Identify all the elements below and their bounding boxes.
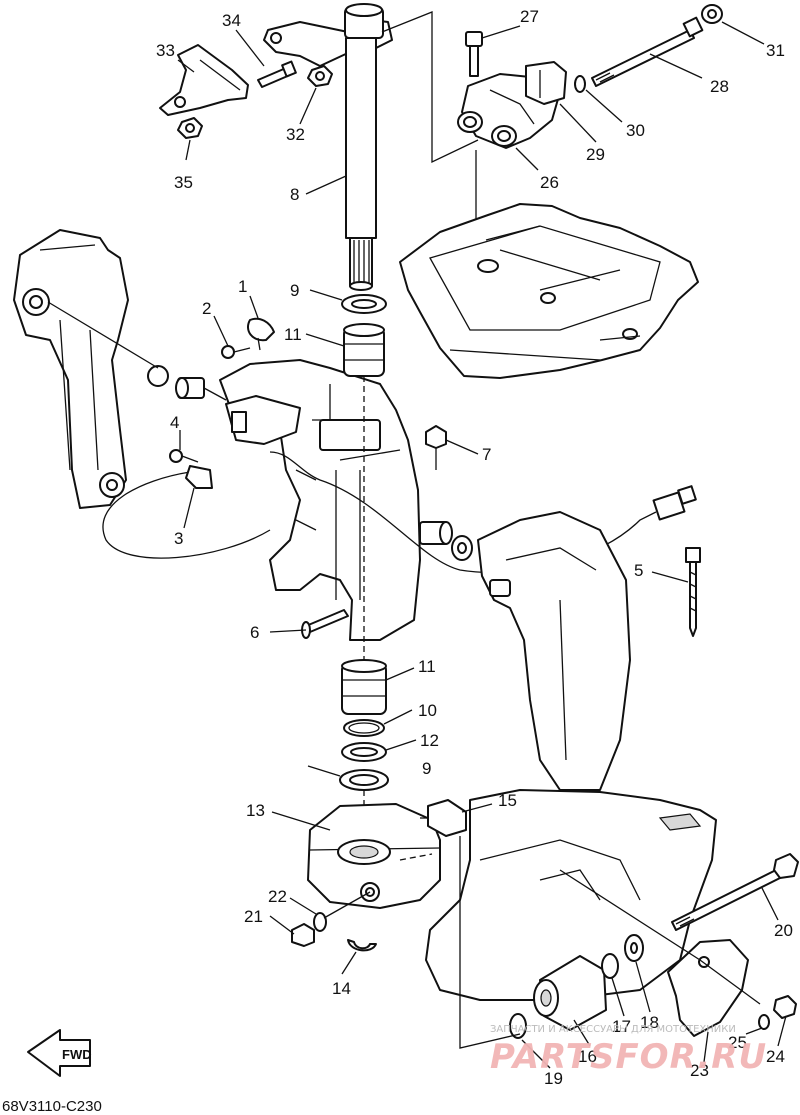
- nut-31: [701, 4, 723, 24]
- callout-27: 27: [520, 7, 539, 26]
- bolt-28: [591, 16, 704, 87]
- callout-13: 13: [246, 801, 265, 820]
- callout-35: 35: [174, 173, 193, 192]
- leader-bolt-21: [323, 891, 371, 919]
- lower-mount-housing-13: [307, 803, 441, 909]
- watermark-brand: PARTSFOR.RU: [490, 1037, 767, 1077]
- bolt-34: [257, 60, 297, 88]
- leader-steering-to-mount: [381, 11, 479, 164]
- leader-collar: [203, 387, 227, 401]
- bolt-27: [465, 31, 483, 77]
- callout-33: 33: [156, 41, 175, 60]
- callout-25: 25: [728, 1033, 747, 1052]
- leader-grommet: [459, 836, 521, 1049]
- callout-11-upper: 11: [284, 325, 302, 344]
- front-bushing: [419, 521, 473, 561]
- clip-1: [247, 317, 275, 351]
- callout-29: 29: [586, 145, 605, 164]
- bolt-20: [671, 853, 799, 931]
- leader-mount-bolt: [559, 869, 761, 1005]
- watermark-tagline: ЗАПЧАСТИ И АКСЕССУАРЫ ДЛЯ МОТОТЕХНИКИ: [490, 1024, 736, 1035]
- bolt-21: [291, 923, 315, 947]
- washer-30: [574, 75, 586, 93]
- callout-9-lower: 9: [422, 759, 431, 778]
- rubber-mount-upper: [343, 323, 385, 377]
- callout-19: 19: [544, 1069, 563, 1088]
- steering-shaft: [345, 37, 377, 291]
- washer-25: [758, 1014, 770, 1030]
- fwd-label: FWD: [62, 1047, 92, 1062]
- callout-10: 10: [418, 701, 437, 720]
- callout-18: 18: [640, 1013, 659, 1032]
- rubber-mount-lower: [341, 659, 387, 715]
- bolt-24: [773, 995, 797, 1019]
- trim-bracket: [225, 395, 301, 445]
- circlip-14: [347, 939, 377, 952]
- callout-28: 28: [710, 77, 729, 96]
- collar-left: [147, 365, 205, 399]
- callout-leaders: [177, 21, 787, 1069]
- callout-11-lower: 11: [418, 657, 436, 676]
- callout-30: 30: [626, 121, 645, 140]
- swivel-bracket: [219, 359, 421, 641]
- callout-14: 14: [332, 979, 351, 998]
- mount-cover-23: [667, 939, 749, 1037]
- ground-terminal-3: [185, 465, 213, 489]
- callout-6: 6: [250, 623, 259, 642]
- grommet-15: [420, 799, 467, 837]
- mount-bracket-29: [525, 61, 567, 105]
- nut-32: [307, 65, 333, 87]
- washer-22: [313, 912, 327, 932]
- callout-15: 15: [498, 791, 517, 810]
- callout-20: 20: [774, 921, 793, 940]
- callout-34: 34: [222, 11, 241, 30]
- cable-tie-5: [685, 547, 701, 637]
- bottom-cowling: [399, 203, 699, 379]
- upper-casing: [477, 511, 631, 791]
- callout-24: 24: [766, 1047, 785, 1066]
- callout-32: 32: [286, 125, 305, 144]
- callout-22: 22: [268, 887, 287, 906]
- washer-19: [509, 1013, 527, 1039]
- callout-26: 26: [540, 173, 559, 192]
- callout-labels: 1 2 3 4 5 6 7 8 9 9 10 11 11 12 13 14 15…: [156, 7, 793, 1088]
- nut-35: [177, 117, 203, 139]
- washer-17: [601, 953, 619, 979]
- screw-4: [169, 449, 199, 463]
- fwd-arrow-icon: FWD: [27, 1029, 92, 1077]
- bolt-7: [425, 425, 447, 470]
- wire-loop: [102, 471, 271, 559]
- diagram-code: 68V3110-C230: [2, 1098, 102, 1115]
- wire-connector: [652, 485, 697, 521]
- callout-23: 23: [690, 1061, 709, 1080]
- screw-2: [221, 345, 251, 359]
- clamp-bracket-left: [13, 229, 129, 509]
- callout-1: 1: [238, 277, 247, 296]
- callout-31: 31: [766, 41, 785, 60]
- callout-5: 5: [634, 561, 643, 580]
- callout-7: 7: [482, 445, 491, 464]
- leader-clamp-bolt: [47, 301, 159, 369]
- callout-17: 17: [612, 1017, 631, 1036]
- callout-16: 16: [578, 1047, 597, 1066]
- callout-4: 4: [170, 413, 179, 432]
- callout-2: 2: [202, 299, 211, 318]
- watermark: ЗАПЧАСТИ И АКСЕССУАРЫ ДЛЯ МОТОТЕХНИКИ PA…: [490, 1024, 767, 1077]
- callout-12: 12: [420, 731, 439, 750]
- callout-8: 8: [290, 185, 299, 204]
- callout-21: 21: [244, 907, 263, 926]
- screw-6: [301, 609, 349, 639]
- washer-9-upper-hole: [351, 299, 377, 309]
- callout-9-upper: 9: [290, 281, 299, 300]
- callout-3: 3: [174, 529, 183, 548]
- lower-rubber-mount-16: [533, 955, 607, 1031]
